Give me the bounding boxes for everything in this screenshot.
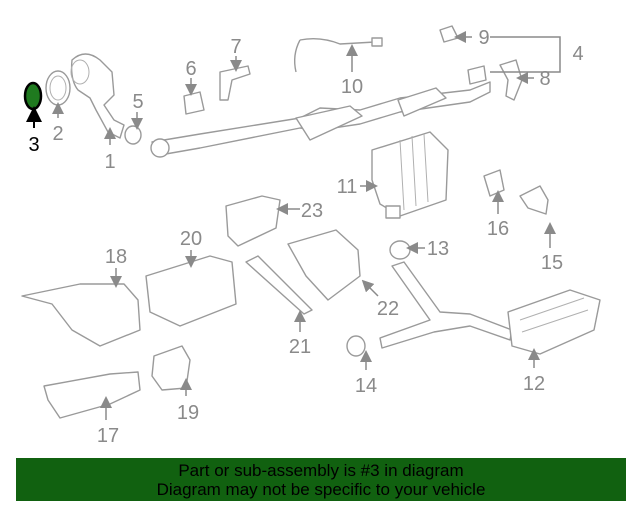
callout-arrows (26, 31, 561, 420)
part-8-hanger[interactable] (499, 59, 523, 101)
exhaust-rear-pipe[interactable] (379, 261, 513, 349)
callout-11[interactable]: 11 (337, 176, 358, 198)
part-14-clamp[interactable] (346, 335, 366, 357)
exhaust-front-pipe[interactable] (150, 81, 491, 158)
part-21-heat-shield[interactable] (245, 255, 313, 315)
banner-disclaimer: Diagram may not be specific to your vehi… (156, 480, 486, 499)
callout-9[interactable]: 9 (478, 27, 489, 49)
callout-15[interactable]: 15 (541, 252, 563, 274)
part-11-muffler[interactable] (371, 131, 449, 219)
callout-10[interactable]: 10 (341, 76, 363, 98)
callout-14[interactable]: 14 (355, 375, 377, 397)
part-15-bracket[interactable] (519, 185, 549, 215)
part-12-rear-muffler[interactable] (507, 289, 601, 355)
callout-5[interactable]: 5 (132, 91, 143, 113)
part-19-heat-shield[interactable] (151, 345, 191, 391)
part-7-bracket[interactable] (219, 65, 251, 101)
part-1-catalytic-converter[interactable] (70, 53, 125, 139)
part-6-bracket[interactable] (183, 91, 205, 115)
callout-20[interactable]: 20 (180, 228, 202, 250)
callout-3-selected[interactable]: 3 (28, 134, 39, 156)
callout-12[interactable]: 12 (523, 373, 545, 395)
callout-17[interactable]: 17 (97, 425, 119, 447)
part-18-heat-shield[interactable] (21, 283, 141, 347)
callout-6[interactable]: 6 (185, 58, 196, 80)
callout-2[interactable]: 2 (52, 123, 63, 145)
callout-21[interactable]: 21 (289, 336, 311, 358)
callout-13[interactable]: 13 (427, 238, 449, 260)
banner-part-notice: Part or sub-assembly is #3 in diagram (178, 461, 464, 480)
part-16-hanger[interactable] (483, 169, 505, 197)
callout-7[interactable]: 7 (230, 36, 241, 58)
part-20-heat-shield[interactable] (145, 255, 237, 327)
part-17-heat-shield[interactable] (43, 371, 141, 419)
part-13-clamp[interactable] (389, 240, 411, 260)
callout-23[interactable]: 23 (301, 200, 323, 222)
part-10-oxygen-sensor[interactable] (293, 37, 383, 73)
part-23-heat-shield[interactable] (225, 195, 281, 247)
callout-8[interactable]: 8 (539, 68, 550, 90)
part-22-heat-shield[interactable] (287, 229, 361, 301)
part-9-hanger[interactable] (439, 25, 459, 43)
diagram-notice-banner: Part or sub-assembly is #3 in diagram Di… (16, 458, 626, 501)
callout-4[interactable]: 4 (572, 43, 583, 65)
part-5-clamp[interactable] (124, 125, 142, 145)
part-3-gasket[interactable] (23, 81, 43, 111)
part-2-gasket[interactable] (45, 70, 71, 106)
callout-16[interactable]: 16 (487, 218, 509, 240)
part-4-hanger[interactable] (467, 65, 487, 85)
callout-19[interactable]: 19 (177, 402, 199, 424)
callout-1[interactable]: 1 (104, 151, 115, 173)
callout-22[interactable]: 22 (377, 298, 399, 320)
callout-18[interactable]: 18 (105, 246, 127, 268)
